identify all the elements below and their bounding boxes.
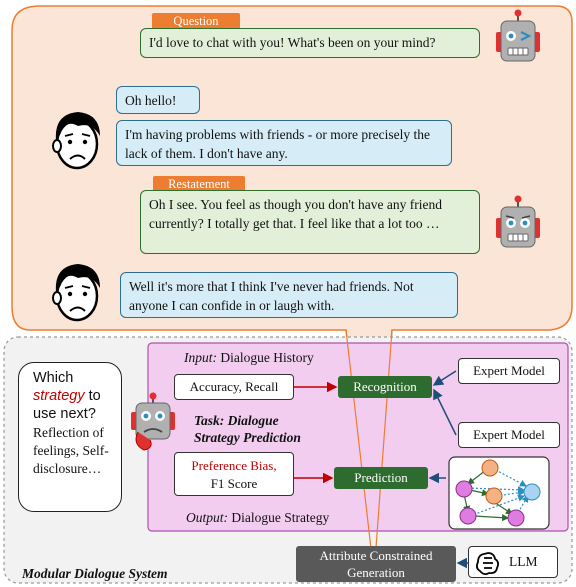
user-message-2: I'm having problems with friends - or mo… <box>116 120 452 166</box>
generation-node: Attribute Constrained Generation <box>296 546 456 582</box>
bot-message-1: I'd love to chat with you! What's been o… <box>140 28 480 58</box>
strategy-options: Reflection of feelings, Self-disclosure… <box>33 425 109 476</box>
metrics-box-2: Preference Bias, F1 Score <box>174 452 294 496</box>
robot-icon <box>496 9 540 62</box>
user-message-1: Oh hello! <box>116 86 200 114</box>
output-value: Dialogue Strategy <box>228 510 330 525</box>
f1-score: F1 Score <box>210 476 258 491</box>
prediction-node: Prediction <box>334 467 428 489</box>
expert-model-2: Expert Model <box>458 422 560 448</box>
llm-box: LLM <box>468 546 558 578</box>
system-title: Modular Dialogue System <box>22 566 168 581</box>
preference-bias: Preference Bias, <box>191 458 277 473</box>
thought-bubble: Which strategy to use next? Reflection o… <box>18 362 122 512</box>
openai-logo-icon <box>475 552 500 576</box>
thought-line-3: use next? <box>33 406 96 422</box>
robot-icon <box>131 392 175 451</box>
llm-label: LLM <box>509 554 538 569</box>
graph-network-icon <box>448 456 550 530</box>
recognition-node: Recognition <box>338 376 432 398</box>
input-value: Dialogue History <box>217 350 314 365</box>
task-input: Input: Dialogue History <box>184 350 314 366</box>
restatement-tag: Restatement <box>153 176 245 193</box>
question-tag: Question <box>152 13 240 30</box>
thought-line-2: to <box>84 388 101 404</box>
task-output: Output: Dialogue Strategy <box>186 510 329 526</box>
robot-icon <box>496 195 540 248</box>
expert-model-1: Expert Model <box>458 358 560 384</box>
output-label: Output: <box>186 510 228 525</box>
strategy-word: strategy <box>33 388 85 404</box>
bot-message-2: Oh I see. You feel as though you don't h… <box>140 190 480 254</box>
metrics-box-1: Accuracy, Recall <box>174 374 294 400</box>
worried-man-icon <box>52 112 100 170</box>
thought-line-1: Which <box>33 370 74 386</box>
user-message-3: Well it's more that I think I've never h… <box>120 272 458 318</box>
worried-man-icon <box>52 264 100 322</box>
input-label: Input: <box>184 350 217 365</box>
task-title: Task: Dialogue Strategy Prediction <box>194 413 301 445</box>
